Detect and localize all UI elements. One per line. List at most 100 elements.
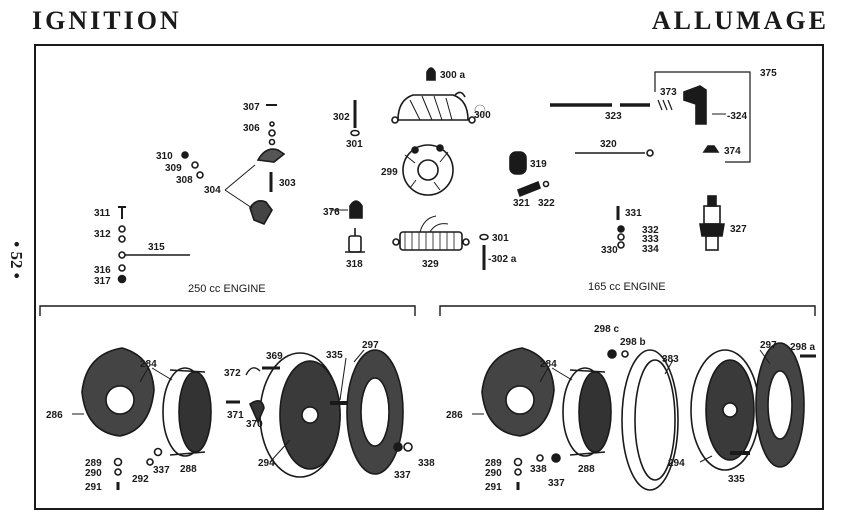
- callout-left-337: 337: [153, 465, 170, 476]
- section-label-250cc: 250 cc ENGINE: [188, 283, 266, 295]
- callout-324: -324: [727, 111, 747, 122]
- part-376-cap: [349, 200, 363, 219]
- callout-right-290: 290: [485, 468, 502, 479]
- callout-right-286: 286: [446, 410, 463, 421]
- left-engine-bracket: [39, 305, 416, 316]
- callout-left-371: 371: [227, 410, 244, 421]
- part-318-condenser: [345, 228, 365, 253]
- callout-307: 307: [243, 102, 260, 113]
- callout-334: 334: [642, 244, 659, 255]
- callout-304: 304: [204, 185, 221, 196]
- diagram-frame: [34, 44, 824, 510]
- leader-lines: [72, 113, 771, 463]
- callout-300: 300: [474, 110, 491, 121]
- part-300-coil: [391, 91, 486, 124]
- callout-308: 308: [176, 175, 193, 186]
- callout-315: 315: [148, 242, 165, 253]
- part-322-screw: [542, 180, 550, 188]
- callout-left-290: 290: [85, 468, 102, 479]
- callout-left-289: 289: [85, 458, 102, 469]
- callout-376: 376: [323, 207, 340, 218]
- callout-301-b: 301: [492, 233, 509, 244]
- callout-327: 327: [730, 224, 747, 235]
- callout-301: 301: [346, 139, 363, 150]
- callout-302: 302: [333, 112, 350, 123]
- callout-329: 329: [422, 259, 439, 270]
- callout-left-294: 294: [258, 458, 275, 469]
- callout-right-298b: 298 b: [620, 337, 646, 348]
- callout-right-335: 335: [728, 474, 745, 485]
- callout-left-369: 369: [266, 351, 283, 362]
- left-stator-288: [162, 367, 212, 457]
- part-374-nut: [702, 145, 720, 153]
- callout-right-383: 383: [662, 354, 679, 365]
- callout-right-294: 294: [668, 458, 685, 469]
- right-stator-288: [562, 367, 612, 457]
- part-299-stator: [402, 144, 454, 196]
- page-title-left: IGNITION: [32, 6, 182, 35]
- callout-331: 331: [625, 208, 642, 219]
- part-324-cap: [683, 85, 707, 125]
- callout-303: 303: [279, 178, 296, 189]
- callout-321: 321: [513, 198, 530, 209]
- left-spring-372: [245, 367, 261, 376]
- part-327-spark-plug: [699, 195, 725, 251]
- callout-319: 319: [530, 159, 547, 170]
- callout-right-297: 297: [760, 340, 777, 351]
- right-nut-298c: [607, 349, 617, 359]
- right-fan-297: [755, 342, 805, 468]
- part-373-spring: [657, 99, 673, 111]
- callout-299: 299: [381, 167, 398, 178]
- callout-left-292: 292: [132, 474, 149, 485]
- callout-318: 318: [346, 259, 363, 270]
- part-321-clip: [517, 180, 541, 198]
- callout-312: 312: [94, 229, 111, 240]
- left-fan-297: [346, 349, 404, 475]
- callout-left-372: 372: [224, 368, 241, 379]
- right-washer-338: [536, 454, 544, 462]
- callout-right-291: 291: [485, 482, 502, 493]
- part-301-washer-b: [479, 233, 489, 241]
- section-label-165cc: 165 cc ENGINE: [588, 281, 666, 293]
- callout-330: 330: [601, 245, 618, 256]
- callout-labels-165cc: 284 286 288 289 290 291 338 337 294 335 …: [446, 324, 815, 493]
- part-304-breaker: [224, 104, 286, 226]
- left-nut-337-b: [393, 442, 403, 452]
- callout-322: 322: [538, 198, 555, 209]
- callout-labels-250cc: 284 286 288 289 290 291 292 337 294 297 …: [46, 340, 435, 493]
- callout-left-288: 288: [180, 464, 197, 475]
- part-315-wire: [118, 251, 190, 259]
- callout-323: 323: [605, 111, 622, 122]
- part-375-bracket: [654, 71, 751, 163]
- left-base-plate-286: [81, 347, 155, 437]
- part-316-nut: [118, 264, 126, 272]
- callout-306: 306: [243, 123, 260, 134]
- callout-labels-top: 300 a 300 302 301 307 306 310 309 308 30…: [94, 68, 777, 287]
- callout-311: 311: [94, 208, 111, 219]
- callout-302a: -302 a: [488, 254, 517, 265]
- callout-left-286: 286: [46, 410, 63, 421]
- callout-left-370: 370: [246, 419, 263, 430]
- callout-373: 373: [660, 87, 677, 98]
- left-washer-292: [146, 458, 154, 466]
- callout-300a: 300 a: [440, 70, 465, 81]
- callout-375: 375: [760, 68, 777, 79]
- callout-right-298c: 298 c: [594, 324, 619, 335]
- callout-320: 320: [600, 139, 617, 150]
- part-311-screw: [118, 206, 126, 219]
- part-319-sleeve: [509, 151, 527, 175]
- part-312-washer: [118, 225, 126, 233]
- right-nut-337: [551, 453, 561, 463]
- callout-right-289: 289: [485, 458, 502, 469]
- callout-left-335: 335: [326, 350, 343, 361]
- right-washer-298b: [621, 350, 629, 358]
- callout-333: 333: [642, 234, 659, 245]
- part-300a-cap: [426, 67, 436, 81]
- callout-374: 374: [724, 146, 741, 157]
- right-fasteners-289-291: [513, 457, 523, 490]
- part-301-washer: [350, 129, 360, 137]
- callout-right-338: 338: [530, 464, 547, 475]
- callout-right-337: 337: [548, 478, 565, 489]
- callout-332: 332: [642, 225, 659, 236]
